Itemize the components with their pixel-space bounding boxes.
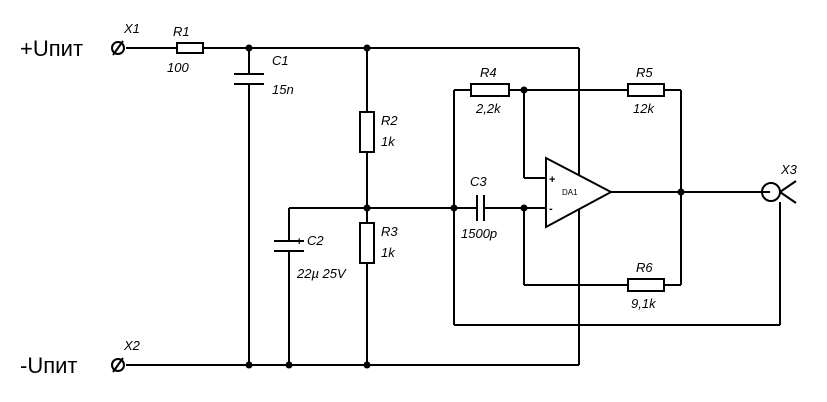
plus-supply-label: +Uпит: [20, 36, 83, 61]
resistor-r6: R6 9,1k: [627, 260, 665, 311]
resistor-r2-body: [359, 111, 375, 153]
resistor-r4: R4 2,2k: [470, 65, 510, 116]
terminal-x3-ref: X3: [780, 162, 798, 177]
r3-ref: R3: [381, 224, 398, 239]
terminal-x1: +Uпит X1: [20, 21, 140, 61]
r4-ref: R4: [480, 65, 497, 80]
opamp-ref: DA1: [562, 188, 578, 197]
c2-value: 22µ 25V: [296, 266, 347, 281]
c3-value: 1500p: [461, 226, 497, 241]
junction-dot: [285, 361, 293, 369]
terminal-x3: X3: [761, 162, 798, 204]
c1-value: 15n: [272, 82, 294, 97]
resistor-r1-body: [176, 42, 204, 54]
r4-value: 2,2k: [475, 101, 502, 116]
c2-polarity-sign: +: [296, 236, 302, 248]
resistor-r5-body: [627, 83, 665, 97]
resistor-r5: R5 12k: [627, 65, 665, 116]
resistor-r6-body: [627, 278, 665, 292]
junction-dot: [363, 361, 371, 369]
terminal-x2-slash: [112, 357, 124, 373]
terminal-x1-slash: [112, 40, 124, 56]
junction-dot: [363, 204, 371, 212]
output-jack-prong-bottom: [779, 191, 797, 204]
minus-supply-label: -Uпит: [20, 353, 78, 378]
junction-dot: [245, 44, 253, 52]
resistor-r3: R3 1k: [359, 222, 398, 264]
junction-dot: [245, 361, 253, 369]
junction-dot: [677, 188, 685, 196]
capacitor-c3: C3 1500p: [461, 174, 497, 241]
capacitor-c2: + C2 22µ 25V: [274, 233, 347, 281]
r2-ref: R2: [381, 113, 398, 128]
terminal-x2-ref: X2: [123, 338, 141, 353]
r3-value: 1k: [381, 245, 396, 260]
c3-ref: C3: [470, 174, 487, 189]
r1-value: 100: [167, 60, 189, 75]
opamp-da1: + - DA1: [545, 156, 614, 229]
junctions: [245, 44, 685, 369]
junction-dot: [520, 204, 528, 212]
r5-ref: R5: [636, 65, 653, 80]
terminal-x2: -Uпит X2: [20, 338, 141, 378]
junction-dot: [363, 44, 371, 52]
r2-value: 1k: [381, 134, 396, 149]
opamp-plus-sign: +: [549, 174, 555, 186]
r6-value: 9,1k: [631, 296, 657, 311]
opamp-minus-sign: -: [549, 203, 553, 215]
c1-ref: C1: [272, 53, 289, 68]
resistor-r4-body: [470, 83, 510, 97]
terminal-x1-ref: X1: [123, 21, 140, 36]
opamp-triangle: [545, 156, 614, 229]
r5-value: 12k: [633, 101, 655, 116]
junction-dot: [450, 204, 458, 212]
junction-dot: [520, 86, 528, 94]
resistor-r1: R1 100: [167, 24, 204, 75]
resistor-r2: R2 1k: [359, 111, 398, 153]
c2-ref: C2: [307, 233, 324, 248]
resistor-r3-body: [359, 222, 375, 264]
capacitor-c1: C1 15n: [234, 53, 294, 97]
r1-ref: R1: [173, 24, 190, 39]
r6-ref: R6: [636, 260, 653, 275]
output-jack-prong-top: [779, 180, 797, 193]
